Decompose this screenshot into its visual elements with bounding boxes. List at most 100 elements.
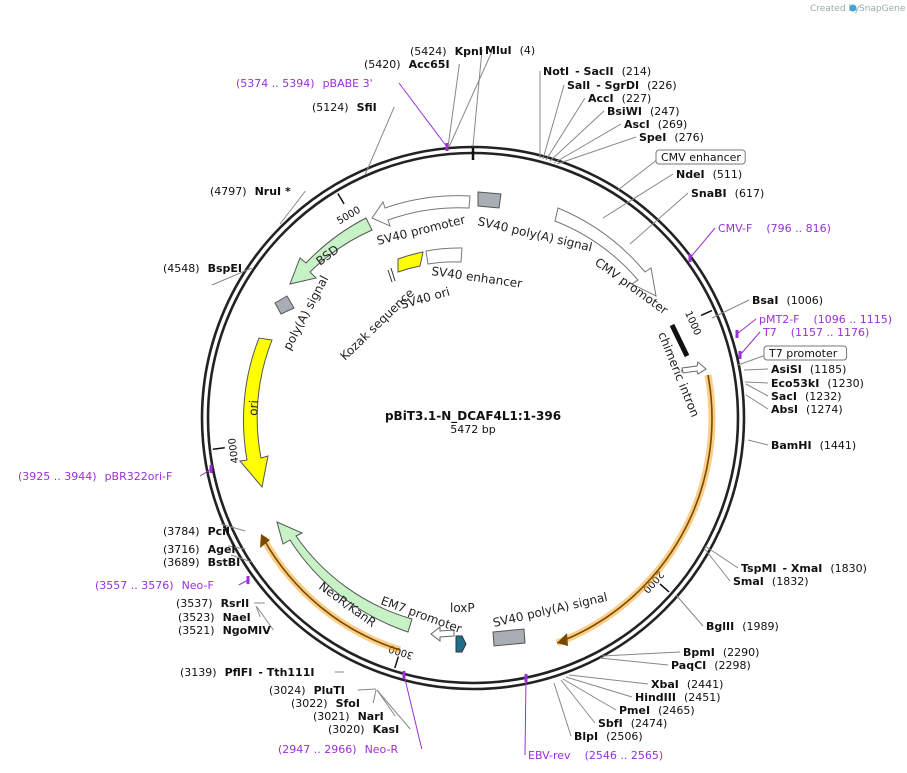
- site-labels: MluI(4)NotI- SacII(214)SalI- SgrDI(226)A…: [163, 44, 867, 743]
- primer-mark: [688, 254, 692, 262]
- primer-labels: (5374 .. 5394)pBABE 3' CMV-F(796 .. 816) p…: [18, 77, 892, 762]
- feature-label-ori: ori: [246, 400, 261, 417]
- primer-mark: [524, 674, 528, 682]
- primer-label: pMT2-F(1096 .. 1115): [759, 313, 892, 326]
- primer-leader: [403, 674, 423, 750]
- primer-label: T7(1157 .. 1176): [762, 326, 869, 339]
- site-label: (3784)PciI: [163, 525, 230, 538]
- tick-label: 1000: [682, 310, 702, 338]
- site-leader: [230, 554, 252, 563]
- sv40-polya-gray-block: [492, 628, 526, 647]
- sv40-promoter-arrow: [371, 195, 471, 227]
- orf-arc-left-head: [260, 534, 270, 548]
- site-label: SmaI(1832): [733, 575, 808, 588]
- site-label: (3139)PflFI- Tth111I: [180, 666, 314, 679]
- site-leader: [542, 84, 565, 160]
- site-leader: [568, 674, 649, 685]
- site-leader: [255, 605, 261, 618]
- site-leader: [602, 173, 674, 219]
- primer-leader: [739, 331, 761, 356]
- site-label: BpmI(2290): [683, 646, 759, 659]
- site-label: BsaI(1006): [752, 294, 823, 307]
- site-leader: [553, 123, 622, 164]
- primer-label: (2947 .. 2966)Neo-R: [278, 743, 398, 756]
- site-label: AccI(227): [588, 92, 651, 105]
- site-label: SacI(1232): [771, 390, 842, 403]
- site-label: (3022)SfoI: [291, 697, 360, 710]
- site-leader: [743, 368, 769, 371]
- site-label: (4797)NruI *: [210, 185, 291, 198]
- site-leader: [601, 651, 681, 657]
- boxed-label: CMV enhancer: [661, 151, 741, 164]
- site-label: TspMI- XmaI(1830): [741, 562, 867, 575]
- site-leader: [744, 381, 769, 384]
- primer-mark: [209, 465, 213, 473]
- tick-mark: [337, 193, 345, 205]
- site-label: AsiSI(1185): [771, 363, 846, 376]
- loxp-block: [455, 635, 467, 653]
- primer-mark: [246, 576, 250, 584]
- cmv-promoter-arrow: [554, 207, 657, 297]
- site-label: (3020)KasI: [328, 723, 399, 736]
- primer-mark: [402, 671, 406, 679]
- orf-arc-right-head: [557, 633, 568, 646]
- site-label: HindIII(2451): [635, 691, 721, 704]
- site-leader: [560, 679, 596, 724]
- site-label: SbfI(2474): [598, 717, 667, 730]
- site-label: SnaBI(617): [691, 187, 764, 200]
- sv40-enhancer-block: [425, 247, 463, 265]
- orf-arc-right-line: [556, 374, 713, 644]
- site-label: (4548)BspEI: [163, 262, 242, 275]
- tick-mark: [212, 447, 225, 450]
- kozak-mark-2: [390, 267, 396, 282]
- site-leader: [448, 50, 493, 148]
- site-label: AscI(269): [624, 118, 687, 131]
- primer-mark: [445, 143, 449, 151]
- brand-text: SnapGene: [859, 4, 906, 14]
- site-leader: [745, 383, 769, 397]
- primer-leader: [238, 579, 249, 586]
- site-label: (3021)NarI: [313, 710, 384, 723]
- site-leader: [629, 192, 689, 245]
- feature-label-loxp: loxP: [450, 601, 475, 615]
- credit-text: Created by: [810, 4, 860, 14]
- site-label: PmeI(2465): [619, 704, 695, 717]
- plasmid-name: pBiT3.1-N_DCAF4L1:1-396: [385, 409, 561, 424]
- primer-label: (3925 .. 3944)pBR322ori-F: [18, 470, 172, 483]
- feature-label-kozak: Kozak sequence: [337, 286, 416, 363]
- site-leader: [364, 106, 395, 176]
- t7-small-arrow: [681, 361, 707, 375]
- site-leader: [747, 439, 769, 446]
- site-leader: [556, 136, 637, 165]
- site-label: BsiWI(247): [607, 105, 680, 118]
- backbone-outer: [200, 145, 746, 691]
- feature-label-polya: poly(A) signal: [280, 273, 331, 352]
- polya-gray-block: [274, 295, 295, 315]
- site-leader: [227, 545, 246, 550]
- site-leader: [447, 63, 460, 148]
- chimeric-intron-bar: [669, 323, 690, 358]
- boxed-leader: [617, 158, 659, 191]
- primer-mark: [735, 330, 739, 338]
- primer-label: CMV-F(796 .. 816): [718, 222, 831, 235]
- site-leader: [256, 606, 274, 631]
- primer-label: (3557 .. 3576)Neo-F: [95, 579, 214, 592]
- tick-mark: [659, 583, 670, 593]
- sv40-ori-block: [397, 251, 424, 273]
- site-label: MluI(4): [485, 44, 535, 57]
- site-leader: [675, 594, 704, 627]
- bsd-arrow: [289, 217, 373, 285]
- primer-label: (5374 .. 5394)pBABE 3': [236, 77, 373, 90]
- gray-block-top: [477, 191, 502, 209]
- site-leader: [711, 299, 750, 319]
- site-leader: [211, 267, 252, 286]
- primer-label: EBV-rev(2546 .. 2565): [528, 749, 663, 762]
- site-leader: [545, 97, 586, 161]
- tick-mark: [700, 309, 713, 317]
- plasmid-size: 5472 bp: [450, 423, 495, 436]
- site-leader: [376, 689, 396, 717]
- orf-arc-left-line: [262, 537, 401, 651]
- site-label: (3689)BstBI: [163, 556, 240, 569]
- site-label: (5420)Acc65I: [364, 58, 450, 71]
